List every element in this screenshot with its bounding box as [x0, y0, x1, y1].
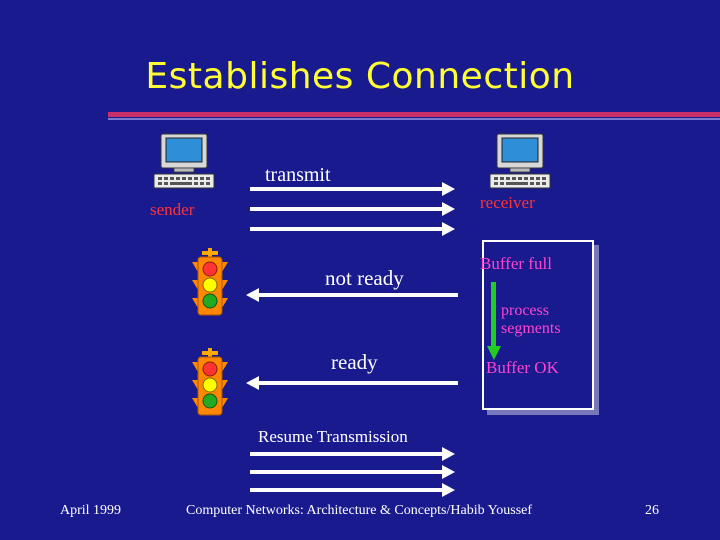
ready-label: ready — [331, 350, 378, 374]
transmit-arrow-3 — [250, 222, 455, 236]
resume-arrow-1 — [250, 447, 455, 461]
traffic-light-icon — [192, 248, 228, 316]
title-divider-shadow — [108, 118, 720, 120]
footer-date: April 1999 — [60, 503, 122, 518]
ready-arrow — [246, 376, 458, 390]
title-divider — [108, 112, 720, 117]
buffer-full-label: Buffer full — [480, 254, 552, 273]
transmit-arrow-2 — [250, 202, 455, 216]
receiver-computer-icon — [489, 133, 551, 189]
receiver-label: receiver — [480, 193, 535, 212]
page-number: 26 — [645, 503, 659, 518]
process-arrow — [487, 282, 501, 360]
segments-label: segments — [501, 320, 561, 337]
transmit-label: transmit — [265, 164, 331, 186]
transmit-arrow-1 — [250, 182, 455, 196]
resume-arrow-2 — [250, 465, 455, 479]
buffer-ok-label: Buffer OK — [486, 358, 559, 377]
process-segments-label: process segments — [501, 302, 561, 338]
process-label: process — [501, 302, 549, 319]
slide-title: Establishes Connection — [145, 56, 575, 97]
sender-label: sender — [150, 200, 195, 219]
resume-arrow-3 — [250, 483, 455, 497]
traffic-light-icon — [192, 348, 228, 416]
not-ready-label: not ready — [325, 266, 404, 290]
footer-course: Computer Networks: Architecture & Concep… — [186, 503, 533, 518]
sender-computer-icon — [153, 133, 215, 189]
resume-transmission-label: Resume Transmission — [258, 427, 408, 446]
receiver-buffer-box — [482, 240, 594, 410]
not-ready-arrow — [246, 288, 458, 302]
